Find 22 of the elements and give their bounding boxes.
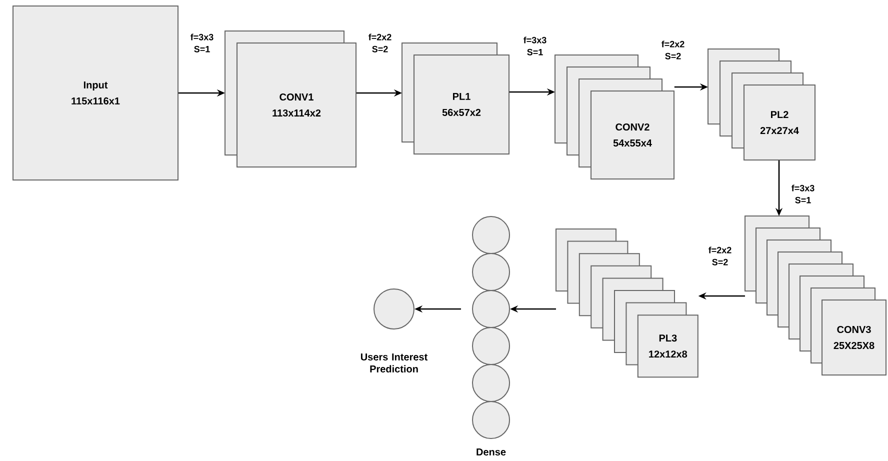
feature-map-stack: CONV3 25X25X8 (744, 216, 886, 376)
neuron-circle (472, 253, 510, 291)
edge-label: f=2x2 S=2 (368, 34, 392, 52)
neuron-circle (472, 364, 510, 402)
output-label: Users Interest Prediction (360, 354, 428, 372)
feature-map-stack: CONV1 113x114x2 (224, 30, 356, 168)
neuron-circle (472, 216, 510, 254)
layer-label: Dense (476, 448, 506, 456)
neuron-circle (472, 401, 510, 439)
feature-map-stack: PL2 27x27x4 (708, 48, 816, 160)
feature-map-stack: Input 115x116x1 (12, 6, 178, 180)
node-label: PL3 (659, 334, 677, 342)
edge-label: f=3x3 S=1 (190, 34, 214, 52)
feature-map-stack: PL1 56x57x2 (402, 42, 510, 154)
neuron-circle (374, 288, 414, 330)
neuron-circle (472, 290, 510, 328)
feature-map-stack: PL3 12x12x8 (556, 228, 698, 378)
neuron-circle (472, 327, 510, 365)
node-label: 12x12x8 (649, 350, 688, 358)
edge-label: f=3x3 S=1 (524, 36, 546, 56)
edge-label: f=3x3 S=1 (792, 184, 814, 204)
edge-label: f=2x2 S=2 (708, 246, 732, 266)
